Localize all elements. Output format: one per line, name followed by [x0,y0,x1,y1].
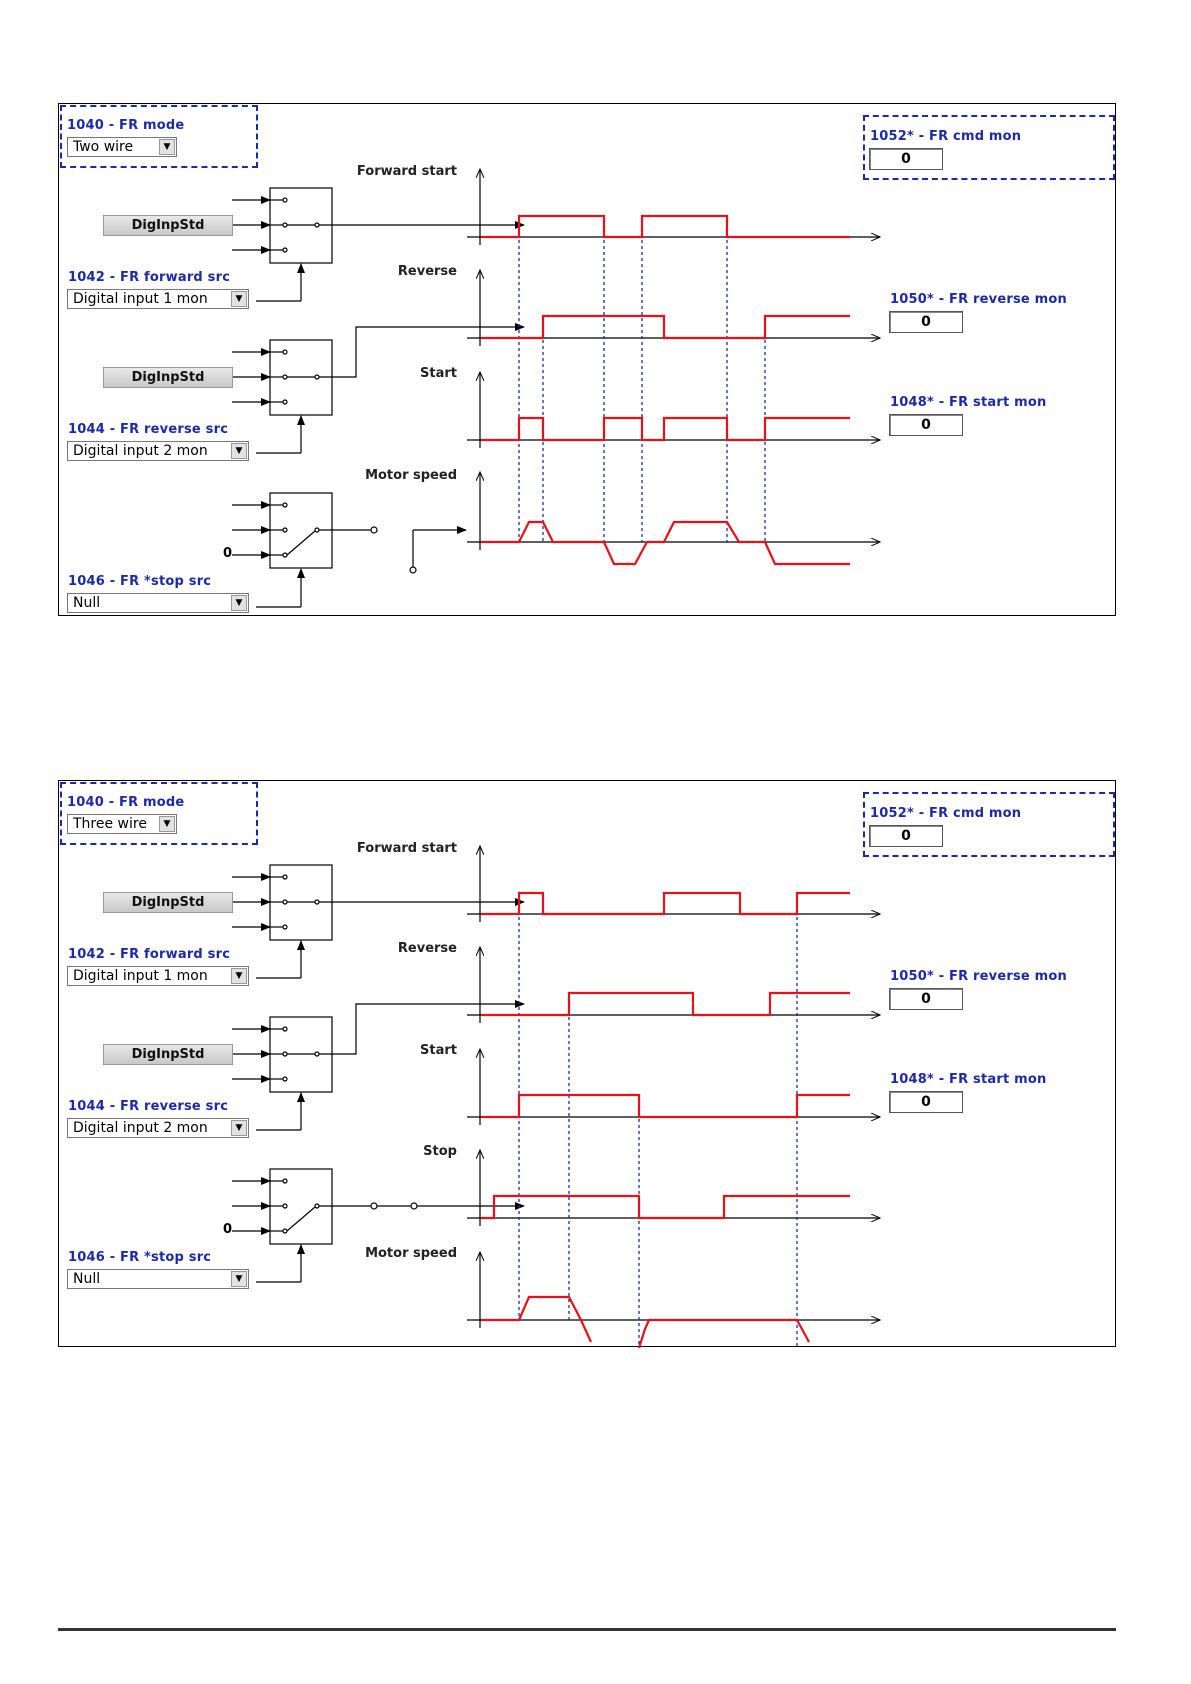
zero-input-label: 0 [223,1222,233,1237]
reverse-mon-label: 1050* - FR reverse mon [890,292,1067,307]
forward-src-label: 1042 - FR forward src [68,270,231,285]
fr-mode-value: Two wire [73,139,134,155]
signal-label-start: Start [420,366,457,381]
reverse-mon-label: 1050* - FR reverse mon [890,969,1067,984]
signal-label-start: Start [420,1043,457,1058]
reverse-src-select[interactable]: Digital input 2 mon ▼ [67,1118,249,1138]
signal-label-forward-start: Forward start [356,164,457,179]
cmd-mon-value: 0 [869,825,943,847]
forward-src-select[interactable]: Digital input 1 mon ▼ [67,966,249,986]
cmd-mon-group [863,792,1115,857]
chevron-down-icon: ▼ [231,968,247,984]
two-wire-panel: 1040 - FR mode Two wire ▼ 1052* - FR cmd… [58,103,1116,616]
two-wire-diagram [232,104,1117,608]
chevron-down-icon: ▼ [231,443,247,459]
start-mon-value: 0 [889,1091,963,1113]
reverse-src-value: Digital input 2 mon [73,1120,208,1136]
start-trace [481,1093,850,1119]
start-mon-label: 1048* - FR start mon [890,1072,1047,1087]
fr-mode-group [60,105,258,168]
chevron-down-icon: ▼ [231,291,247,307]
motor-speed-trace [481,520,850,566]
signal-label-forward-start: Forward start [356,841,457,856]
stop-src-select[interactable]: Null ▼ [67,593,249,613]
motor-speed-trace-2 [637,1318,810,1348]
stop-src-value: Null [73,1271,101,1287]
signal-label-reverse: Reverse [397,941,457,956]
fr-mode-value: Three wire [73,816,147,832]
reverse-src-label: 1044 - FR reverse src [68,422,229,437]
chevron-down-icon: ▼ [231,595,247,611]
footer-divider [58,1628,1116,1631]
reverse-trace [481,314,850,340]
dig-inp-std-button-1[interactable]: DigInpStd [103,215,233,236]
dig-inp-std-button-1[interactable]: DigInpStd [103,892,233,913]
cmd-mon-group [863,115,1115,180]
forward-src-value: Digital input 1 mon [73,291,208,307]
dig-inp-std-button-2[interactable]: DigInpStd [103,367,233,388]
motor-speed-trace [481,1295,593,1343]
reverse-src-select[interactable]: Digital input 2 mon ▼ [67,441,249,461]
start-trace [481,416,850,442]
fr-mode-group [60,782,258,845]
stop-src-label: 1046 - FR *stop src [68,1250,212,1265]
cmd-mon-label: 1052* - FR cmd mon [870,806,1022,821]
chevron-down-icon: ▼ [231,1120,247,1136]
forward-src-value: Digital input 1 mon [73,968,208,984]
chevron-down-icon: ▼ [159,816,175,832]
reverse-src-label: 1044 - FR reverse src [68,1099,229,1114]
forward-src-label: 1042 - FR forward src [68,947,231,962]
reverse-src-value: Digital input 2 mon [73,443,208,459]
fr-mode-label: 1040 - FR mode [67,118,185,133]
stop-src-label: 1046 - FR *stop src [68,574,212,589]
signal-label-motor-speed: Motor speed [365,468,457,483]
reverse-mon-value: 0 [889,311,963,333]
three-wire-panel: 1040 - FR mode Three wire ▼ 1052* - FR c… [58,780,1117,1348]
start-mon-value: 0 [889,414,963,436]
start-mon-label: 1048* - FR start mon [890,395,1047,410]
cmd-mon-value: 0 [869,148,943,170]
cmd-mon-label: 1052* - FR cmd mon [870,129,1022,144]
signal-label-reverse: Reverse [397,264,457,279]
chevron-down-icon: ▼ [159,139,175,155]
chevron-down-icon: ▼ [231,1271,247,1287]
forward-start-trace [481,891,850,916]
dig-inp-std-button-2[interactable]: DigInpStd [103,1044,233,1065]
forward-start-trace [481,214,850,239]
stop-trace [481,1194,850,1220]
signal-label-motor-speed: Motor speed [365,1246,457,1261]
three-wire-diagram [232,781,1117,1348]
stop-src-value: Null [73,595,101,611]
fr-mode-select[interactable]: Two wire ▼ [67,137,177,157]
fr-mode-label: 1040 - FR mode [67,795,185,810]
reverse-mon-value: 0 [889,988,963,1010]
signal-label-stop: Stop [423,1144,457,1159]
forward-src-select[interactable]: Digital input 1 mon ▼ [67,289,249,309]
stop-src-select[interactable]: Null ▼ [67,1269,249,1289]
zero-input-label: 0 [223,546,233,561]
fr-mode-select[interactable]: Three wire ▼ [67,814,177,834]
reverse-trace [481,991,850,1017]
